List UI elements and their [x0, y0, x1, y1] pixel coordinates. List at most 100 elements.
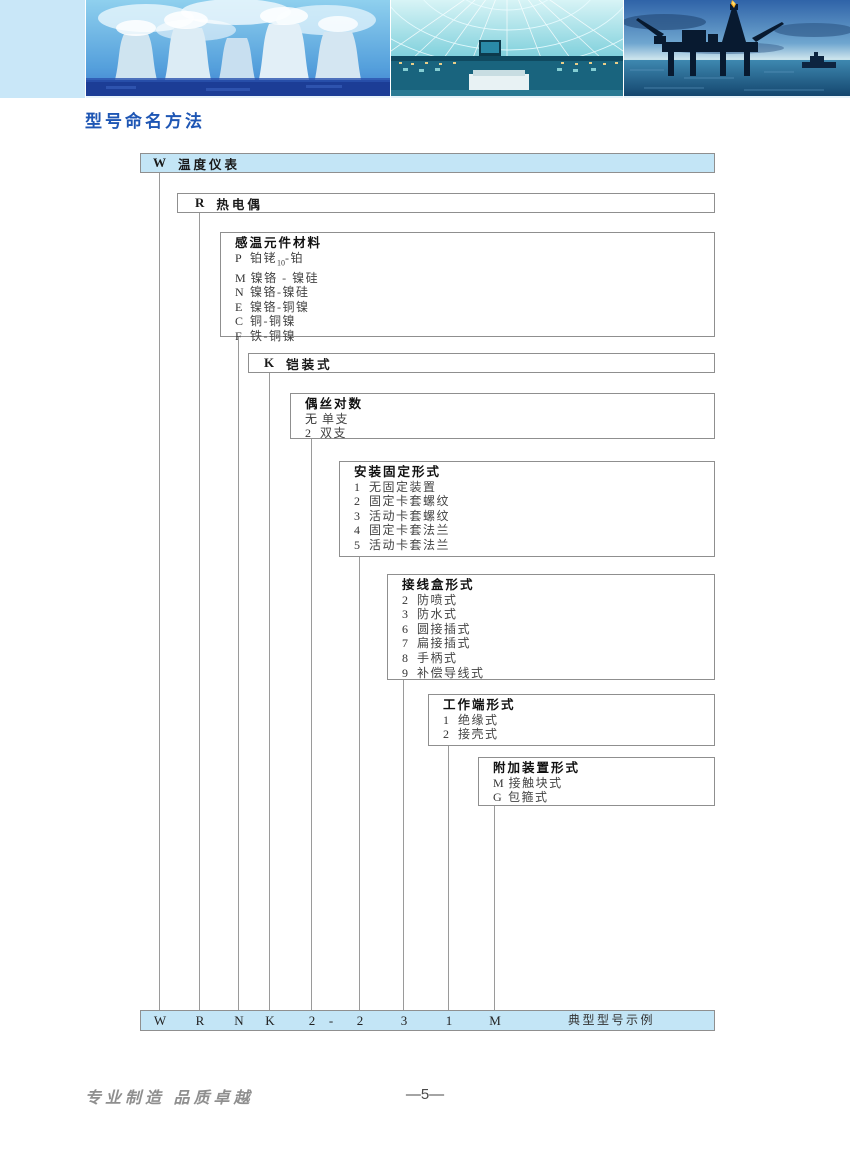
- worktip-code-2: 2: [443, 727, 449, 742]
- mount-label-2: 固定卡套螺纹: [369, 494, 451, 509]
- code-k: K: [264, 355, 275, 370]
- label-thermocouple: 热电偶: [216, 197, 263, 212]
- mount-code-2: 2: [354, 494, 360, 509]
- material-code-c: C: [235, 314, 244, 329]
- connector-line-junction: [403, 680, 404, 1010]
- mounting-row-2: 2 固定卡套螺纹: [354, 494, 714, 509]
- mounting-row-5: 5 活动卡套法兰: [354, 538, 714, 553]
- code-r: R: [195, 195, 205, 210]
- pairs-code-double: 2: [305, 426, 311, 441]
- working-tip-row-1: 1 绝缘式: [443, 713, 714, 728]
- mount-label-4: 固定卡套法兰: [369, 523, 451, 538]
- material-code-e: E: [235, 299, 243, 314]
- example-char-w: W: [153, 1013, 167, 1028]
- example-char-n: N: [234, 1013, 244, 1028]
- page-title: 型号命名方法: [85, 112, 205, 131]
- worktip-label-1: 绝缘式: [458, 712, 499, 727]
- junction-label-2: 防喷式: [417, 592, 458, 607]
- mount-label-3: 活动卡套螺纹: [369, 508, 451, 523]
- mount-code-3: 3: [354, 508, 360, 523]
- material-label-m: 镍铬 - 镍硅: [250, 270, 320, 285]
- extra-label-g: 包箍式: [508, 790, 549, 805]
- junction-code-6: 6: [402, 621, 408, 636]
- material-row-m: M 镍铬 - 镍硅: [235, 271, 714, 286]
- example-char-r: R: [195, 1013, 205, 1028]
- material-code-m: M: [235, 270, 246, 285]
- worktip-label-2: 接壳式: [458, 727, 499, 742]
- box-thermocouple: R 热电偶: [177, 193, 715, 213]
- cooling-towers-photo: [86, 0, 390, 98]
- worktip-code-1: 1: [443, 712, 449, 727]
- material-row-e: E 镍铬-铜镍: [235, 300, 714, 315]
- box-working-tip: 工作端形式 1 绝缘式 2 接壳式: [428, 694, 715, 746]
- example-char-m: M: [489, 1013, 501, 1028]
- pairs-label-double: 双支: [320, 426, 348, 441]
- material-label-c: 铜-铜镍: [250, 314, 296, 329]
- sensor-material-title: 感温元件材料: [235, 236, 323, 250]
- mount-code-1: 1: [354, 479, 360, 494]
- extra-label-m: 接触块式: [508, 775, 563, 790]
- wire-pairs-row-single: 无单支: [305, 412, 714, 427]
- material-label-n: 镍铬-镍硅: [250, 285, 310, 300]
- extra-device-title: 附加装置形式: [493, 761, 581, 775]
- mount-code-4: 4: [354, 523, 360, 538]
- example-char-1: 1: [445, 1013, 453, 1028]
- pairs-label-single: 单支: [322, 411, 350, 426]
- material-label-f: 铁-铜镍: [250, 328, 296, 343]
- example-char-dash: -: [328, 1013, 334, 1028]
- junction-label-9: 补偿导线式: [417, 665, 485, 680]
- oil-rig-photo: [624, 0, 850, 98]
- oil-rig-art: [624, 0, 850, 96]
- working-tip-row-2: 2 接壳式: [443, 727, 714, 742]
- page-number: —5—: [405, 1086, 445, 1103]
- material-row-c: C 铜-铜镍: [235, 314, 714, 329]
- connector-line-extra: [494, 806, 495, 1010]
- box-armored: K 铠装式: [248, 353, 715, 373]
- example-char-3: 3: [400, 1013, 408, 1028]
- junction-code-9: 9: [402, 665, 408, 680]
- example-char-2a: 2: [308, 1013, 316, 1028]
- material-p-pre: 铂铑: [250, 250, 278, 265]
- control-room-art: [391, 0, 623, 96]
- material-code-p: P: [235, 250, 242, 265]
- mounting-row-1: 1 无固定装置: [354, 480, 714, 495]
- pairs-code-single: 无: [305, 411, 318, 426]
- connector-line-mounting: [359, 557, 360, 1010]
- material-code-f: F: [235, 328, 242, 343]
- junction-label-8: 手柄式: [417, 650, 458, 665]
- mounting-row-3: 3 活动卡套螺纹: [354, 509, 714, 524]
- wire-pairs-row-double: 2 双支: [305, 426, 714, 441]
- connector-line-working-tip: [448, 746, 449, 1010]
- cooling-towers-art: [86, 0, 390, 96]
- mount-label-1: 无固定装置: [369, 479, 437, 494]
- junction-row-2: 2 防喷式: [402, 593, 714, 608]
- box-temperature-instrument: W 温度仪表: [140, 153, 715, 173]
- material-label-e: 镍铬-铜镍: [250, 299, 310, 314]
- wire-pairs-title: 偶丝对数: [305, 397, 364, 411]
- junction-title: 接线盒形式: [402, 578, 475, 592]
- label-armored: 铠装式: [286, 357, 333, 372]
- label-temperature-instrument: 温度仪表: [178, 157, 241, 172]
- example-label: 典型型号示例: [568, 1013, 656, 1027]
- junction-row-9: 9 补偿导线式: [402, 666, 714, 681]
- control-room-photo: [391, 0, 623, 98]
- header-band: [0, 0, 850, 98]
- junction-code-2: 2: [402, 592, 408, 607]
- mount-label-5: 活动卡套法兰: [369, 537, 451, 552]
- box-wire-pairs: 偶丝对数 无单支 2 双支: [290, 393, 715, 441]
- working-tip-title: 工作端形式: [443, 698, 516, 712]
- material-row-f: F 铁-铜镍: [235, 329, 714, 344]
- material-p-sub: 10: [277, 257, 286, 267]
- mount-code-5: 5: [354, 537, 360, 552]
